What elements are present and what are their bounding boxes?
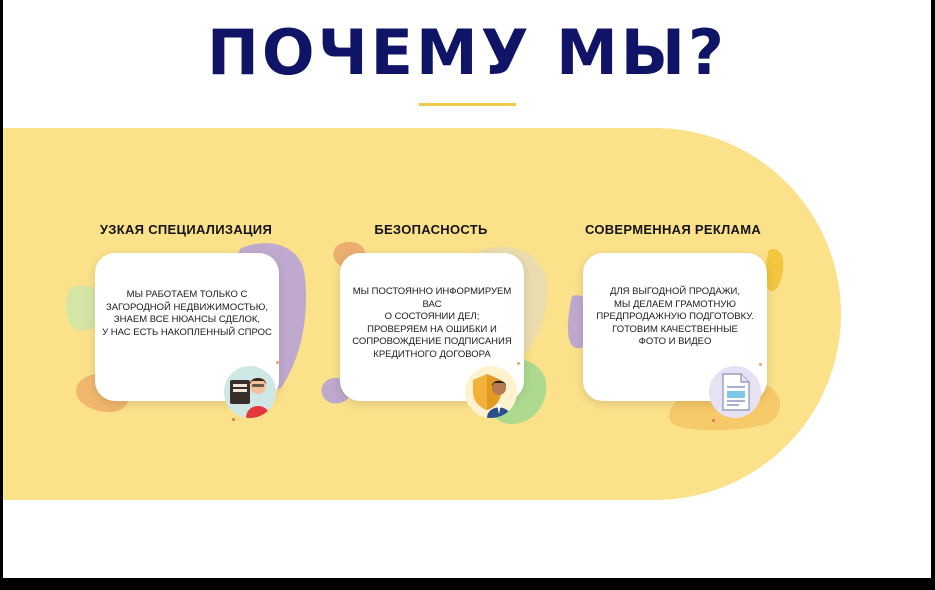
title-underline — [419, 103, 516, 106]
feature-title-specialization: УЗКАЯ СПЕЦИАЛИЗАЦИЯ — [99, 222, 273, 237]
decoration-dot — [759, 363, 762, 366]
page-title: ПОЧЕМУ МЫ? — [206, 16, 728, 89]
feature-card-text: ДЛЯ ВЫГОДНОЙ ПРОДАЖИ, МЫ ДЕЛАЕМ ГРАМОТНУ… — [596, 286, 754, 347]
decoration-dot — [517, 362, 520, 365]
decoration-dot — [232, 418, 235, 421]
feature-title-advertising: СОВЕРМЕННАЯ РЕКЛАМА — [584, 222, 762, 237]
feature-title-security: БЕЗОПАСНОСТЬ — [374, 222, 488, 237]
decoration-dot — [276, 361, 279, 364]
man-with-laptop-icon — [224, 366, 276, 418]
green-blob-decoration — [66, 285, 103, 331]
decoration-dot — [712, 419, 715, 422]
feature-card-text: МЫ РАБОТАЕМ ТОЛЬКО С ЗАГОРОДНОЙ НЕДВИЖИМ… — [102, 289, 272, 338]
yellow-blob-decoration — [766, 249, 784, 292]
feature-card-text: МЫ ПОСТОЯННО ИНФОРМИРУЕМ ВАС О СОСТОЯНИИ… — [352, 286, 512, 360]
document-icon — [709, 366, 761, 418]
feature-card-specialization: МЫ РАБОТАЕМ ТОЛЬКО С ЗАГОРОДНОЙ НЕДВИЖИМ… — [95, 253, 279, 401]
man-with-shield-icon — [465, 366, 517, 418]
slide: ПОЧЕМУ МЫ? УЗКАЯ СПЕЦИАЛИЗАЦИЯ МЫ РАБОТА… — [3, 0, 931, 578]
